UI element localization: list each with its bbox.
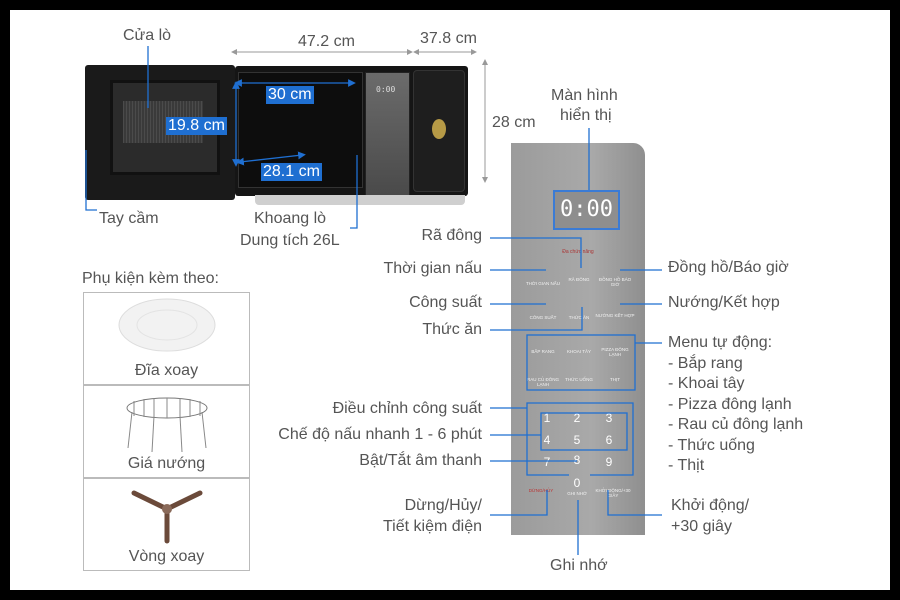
label-door: Cửa lò — [123, 27, 172, 44]
dim-cavity-depth: 28.1 cm — [261, 163, 322, 181]
menu-item: - Thịt — [668, 457, 705, 474]
dim-cavity-height: 19.8 cm — [166, 117, 227, 135]
dim-height: 28 cm — [492, 114, 536, 131]
menu-item: - Rau củ đông lạnh — [668, 416, 804, 433]
key-2[interactable]: 2 — [573, 411, 581, 425]
roller-ring-icon — [131, 490, 203, 544]
callout-defrost: Rã đông — [421, 227, 483, 244]
key-food[interactable]: THỨC ĂN — [568, 315, 590, 320]
callout-quick-cook: Chế độ nấu nhanh 1 - 6 phút — [278, 426, 482, 443]
label-handle: Tay cầm — [99, 210, 159, 227]
key-clock[interactable]: ĐỒNG HỒ BÁO GIỜ — [598, 277, 632, 287]
key-4[interactable]: 4 — [543, 433, 551, 447]
key-cook-time[interactable]: THỜI GIAN NẤU — [525, 281, 561, 286]
callout-sound: Bật/Tắt âm thanh — [359, 452, 482, 469]
callout-auto-menu: Menu tự động: — [668, 334, 773, 351]
callout-grill: Nướng/Kết hợp — [668, 294, 780, 311]
key-stop[interactable]: DỪNG/HỦY — [528, 488, 554, 493]
key-popcorn[interactable]: BẮP RANG — [531, 349, 555, 354]
key-8[interactable]: 8 — [573, 453, 581, 467]
callout-power: Công suất — [409, 294, 482, 311]
callout-start-2: +30 giây — [671, 518, 732, 535]
mini-control-panel: 0:00 — [365, 72, 410, 196]
callout-start-1: Khởi động/ — [671, 497, 750, 514]
key-frozen-pizza[interactable]: PIZZA ĐÔNG LẠNH — [601, 347, 629, 357]
key-defrost[interactable]: RÃ ĐÔNG — [568, 277, 590, 282]
label-cavity: Khoang lò — [254, 210, 327, 227]
callout-memory: Ghi nhớ — [550, 557, 608, 574]
key-6[interactable]: 6 — [605, 433, 613, 447]
label-capacity: Dung tích 26L — [240, 232, 340, 249]
dim-width: 47.2 cm — [298, 33, 355, 50]
label-display-1: Màn hình — [551, 87, 618, 104]
microwave-base — [255, 195, 465, 205]
key-9[interactable]: 9 — [605, 455, 613, 469]
label-display-2: hiển thị — [560, 107, 612, 124]
dim-depth: 37.8 cm — [420, 30, 477, 47]
dim-cavity-width: 30 cm — [266, 86, 314, 104]
key-potato[interactable]: KHOAI TÂY — [567, 349, 591, 354]
accessory-roller-ring: Vòng xoay — [83, 478, 250, 571]
accessory-rack: Giá nướng — [83, 385, 250, 478]
key-0[interactable]: 0 — [573, 476, 581, 490]
key-1[interactable]: 1 — [543, 411, 551, 425]
key-start[interactable]: KHỞI ĐỘNG/+30 GIÂY — [595, 488, 631, 498]
key-grill[interactable]: NƯỚNG KẾT HỢP — [595, 313, 635, 318]
accessories-title: Phụ kiện kèm theo: — [82, 270, 219, 287]
key-5[interactable]: 5 — [573, 433, 581, 447]
key-beverage[interactable]: THỨC UỐNG — [565, 377, 593, 382]
callout-stop-2: Tiết kiệm điện — [383, 518, 482, 535]
menu-item: - Pizza đông lạnh — [668, 396, 792, 413]
control-panel: 0:00 Đa chức năng THỜI GIAN NẤU RÃ ĐÔNG … — [511, 143, 645, 535]
grill-rack-icon — [126, 397, 208, 453]
display-screen: 0:00 — [553, 190, 620, 230]
key-memory[interactable]: GHI NHỚ — [567, 491, 587, 496]
menu-item: - Khoai tây — [668, 375, 745, 392]
callout-stop-1: Dừng/Hủy/ — [404, 497, 482, 514]
section-multifunction: Đa chức năng — [562, 249, 594, 255]
microwave-side — [413, 70, 465, 192]
accessory-turntable: Đĩa xoay — [83, 292, 250, 385]
key-power[interactable]: CÔNG SUẤT — [529, 315, 557, 320]
key-meat[interactable]: THỊT — [610, 377, 620, 382]
menu-item: - Bắp rang — [668, 355, 743, 372]
key-3[interactable]: 3 — [605, 411, 613, 425]
callout-clock: Đồng hồ/Báo giờ — [668, 259, 789, 276]
turntable-icon — [118, 298, 216, 352]
callout-food: Thức ăn — [422, 321, 482, 338]
callout-power-adjust: Điều chỉnh công suất — [332, 400, 482, 417]
callout-cook-time: Thời gian nấu — [383, 260, 482, 277]
key-7[interactable]: 7 — [543, 455, 551, 469]
menu-item: - Thức uống — [668, 437, 755, 454]
key-frozen-veg[interactable]: RAU CỦ ĐÔNG LẠNH — [526, 377, 559, 387]
